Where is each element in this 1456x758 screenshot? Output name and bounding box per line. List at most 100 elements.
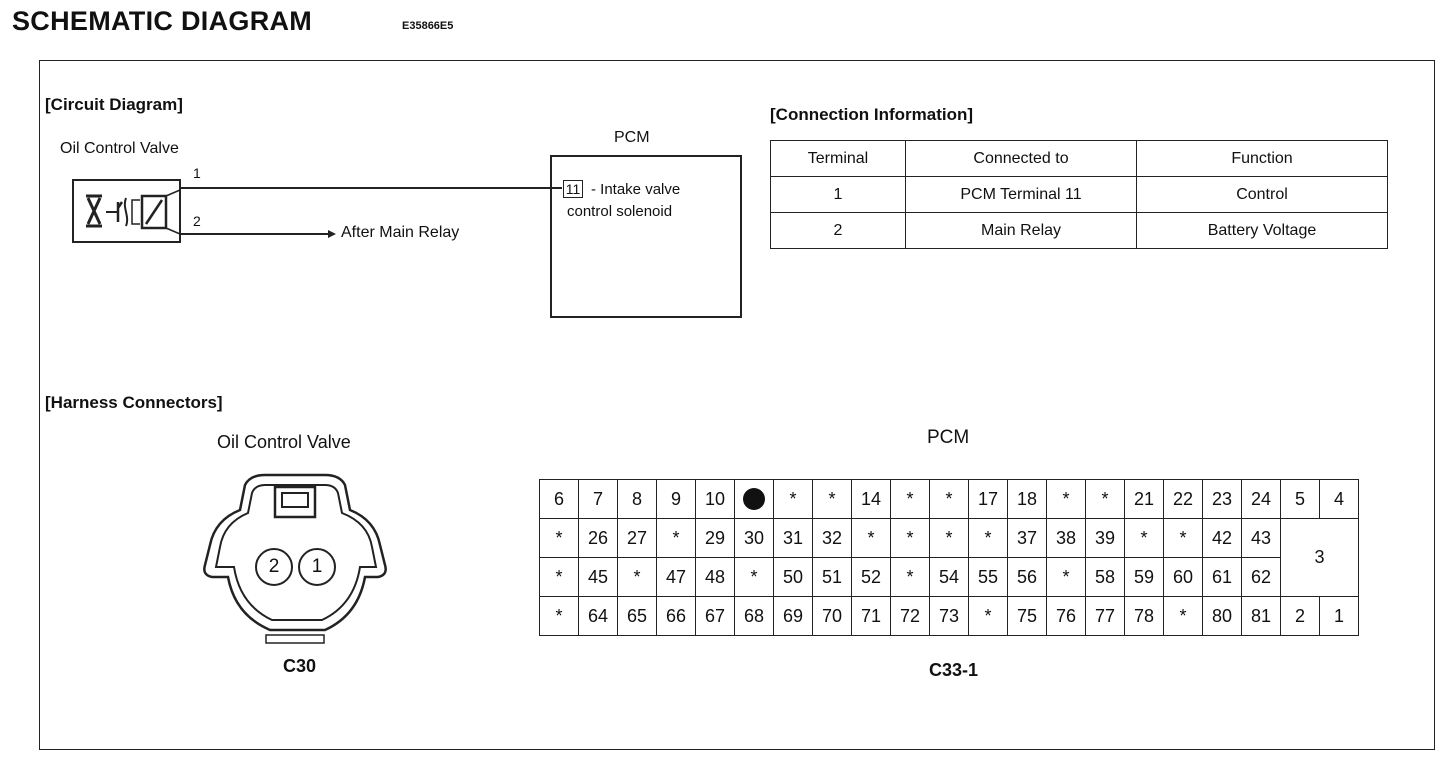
pin-cell: 64 [578,596,618,636]
pin-cell: * [890,518,930,558]
pin-cell: * [539,596,579,636]
pin-cell: * [812,479,852,519]
table-row: 1 PCM Terminal 11 Control [770,176,1388,213]
pin-cell: 39 [1085,518,1125,558]
page-title: SCHEMATIC DIAGRAM [12,6,313,36]
pin2-label: 2 [193,213,201,229]
circuit-section-label: [Circuit Diagram] [45,95,183,114]
pin-cell: * [1046,479,1086,519]
diagram-frame [39,60,1435,750]
pin-cell: * [656,518,696,558]
pin-cell: 72 [890,596,930,636]
pcm-label: PCM [614,129,650,146]
pin-cell: 38 [1046,518,1086,558]
pcm-desc-line2: control solenoid [567,203,673,220]
pin-cell: 30 [734,518,774,558]
pin-cell: 68 [734,596,774,636]
pin-cell: * [734,557,774,597]
pin-cell: * [617,557,657,597]
pin-cell: * [539,518,579,558]
pin-cell: 26 [578,518,618,558]
used-pin-dot [743,488,765,511]
pin-cell: 47 [656,557,696,597]
pin-cell: * [773,479,813,519]
pcm-box [550,155,742,318]
pin-cell: 76 [1046,596,1086,636]
pin-cell: 31 [773,518,813,558]
cell-connected-to: Main Relay [905,212,1137,249]
table-header-row: Terminal Connected to Function [770,140,1388,177]
pin-cell: 50 [773,557,813,597]
table-row: 2 Main Relay Battery Voltage [770,212,1388,249]
pin-cell [734,479,774,519]
pin-cell: * [1085,479,1125,519]
valve-symbol [72,179,181,243]
ocv-label: Oil Control Valve [60,140,179,157]
pin-cell: 61 [1202,557,1242,597]
pin-cell: 27 [617,518,657,558]
pin-cell: 21 [1124,479,1164,519]
cell-terminal: 1 [770,176,906,213]
pin-cell: 70 [812,596,852,636]
pin-cell: 59 [1124,557,1164,597]
pin-cell: 29 [695,518,735,558]
header-function: Function [1136,140,1388,177]
pin-cell: 23 [1202,479,1242,519]
pin-cell: * [968,596,1008,636]
pin-cell: 78 [1124,596,1164,636]
cell-terminal: 2 [770,212,906,249]
pin-cell: * [1124,518,1164,558]
pin-cell: 37 [1007,518,1047,558]
pcm-harness-label: PCM [927,427,970,448]
ocv-pin-1: 1 [298,548,336,586]
pcm-terminal-box: 11 [563,180,583,198]
pin-cell: 58 [1085,557,1125,597]
pin-cell: 1 [1319,596,1359,636]
pin-cell: 45 [578,557,618,597]
cell-function: Control [1136,176,1388,213]
pin-cell: 65 [617,596,657,636]
pin-cell: 22 [1163,479,1203,519]
pin-cell: * [539,557,579,597]
connection-section-label: [Connection Information] [770,105,974,124]
ocv-pin-2: 2 [255,548,293,586]
pin-cell: * [1046,557,1086,597]
pin-cell: 51 [812,557,852,597]
pin-cell: 75 [1007,596,1047,636]
pcm-desc-line1: - Intake valve [591,181,681,198]
pin-cell: * [1163,518,1203,558]
harness-section-label: [Harness Connectors] [45,393,223,412]
pin-cell: 80 [1202,596,1242,636]
pin-cell: 71 [851,596,891,636]
pin-cell: 66 [656,596,696,636]
pin-cell: 24 [1241,479,1281,519]
pin-cell: 18 [1007,479,1047,519]
figure-code: E35866E5 [402,20,454,32]
pin-cell: 42 [1202,518,1242,558]
pin-cell: 55 [968,557,1008,597]
pin-cell: * [1163,596,1203,636]
pin-cell: 17 [968,479,1008,519]
pin-cell: 69 [773,596,813,636]
pin-cell: 9 [656,479,696,519]
pin-cell: 52 [851,557,891,597]
pin1-label: 1 [193,165,201,181]
pin-cell: * [890,557,930,597]
pin-cell-merged: 3 [1280,518,1359,597]
pin-cell: * [968,518,1008,558]
after-main-relay-label: After Main Relay [341,224,460,241]
cell-function: Battery Voltage [1136,212,1388,249]
pin-cell: 77 [1085,596,1125,636]
ocv-harness-label: Oil Control Valve [217,432,351,452]
pin-cell: * [851,518,891,558]
pin-cell: 43 [1241,518,1281,558]
pin-cell: 32 [812,518,852,558]
pin-cell: 60 [1163,557,1203,597]
pin-cell: * [890,479,930,519]
pin-cell: 54 [929,557,969,597]
pin-cell: 81 [1241,596,1281,636]
pin-cell: 6 [539,479,579,519]
